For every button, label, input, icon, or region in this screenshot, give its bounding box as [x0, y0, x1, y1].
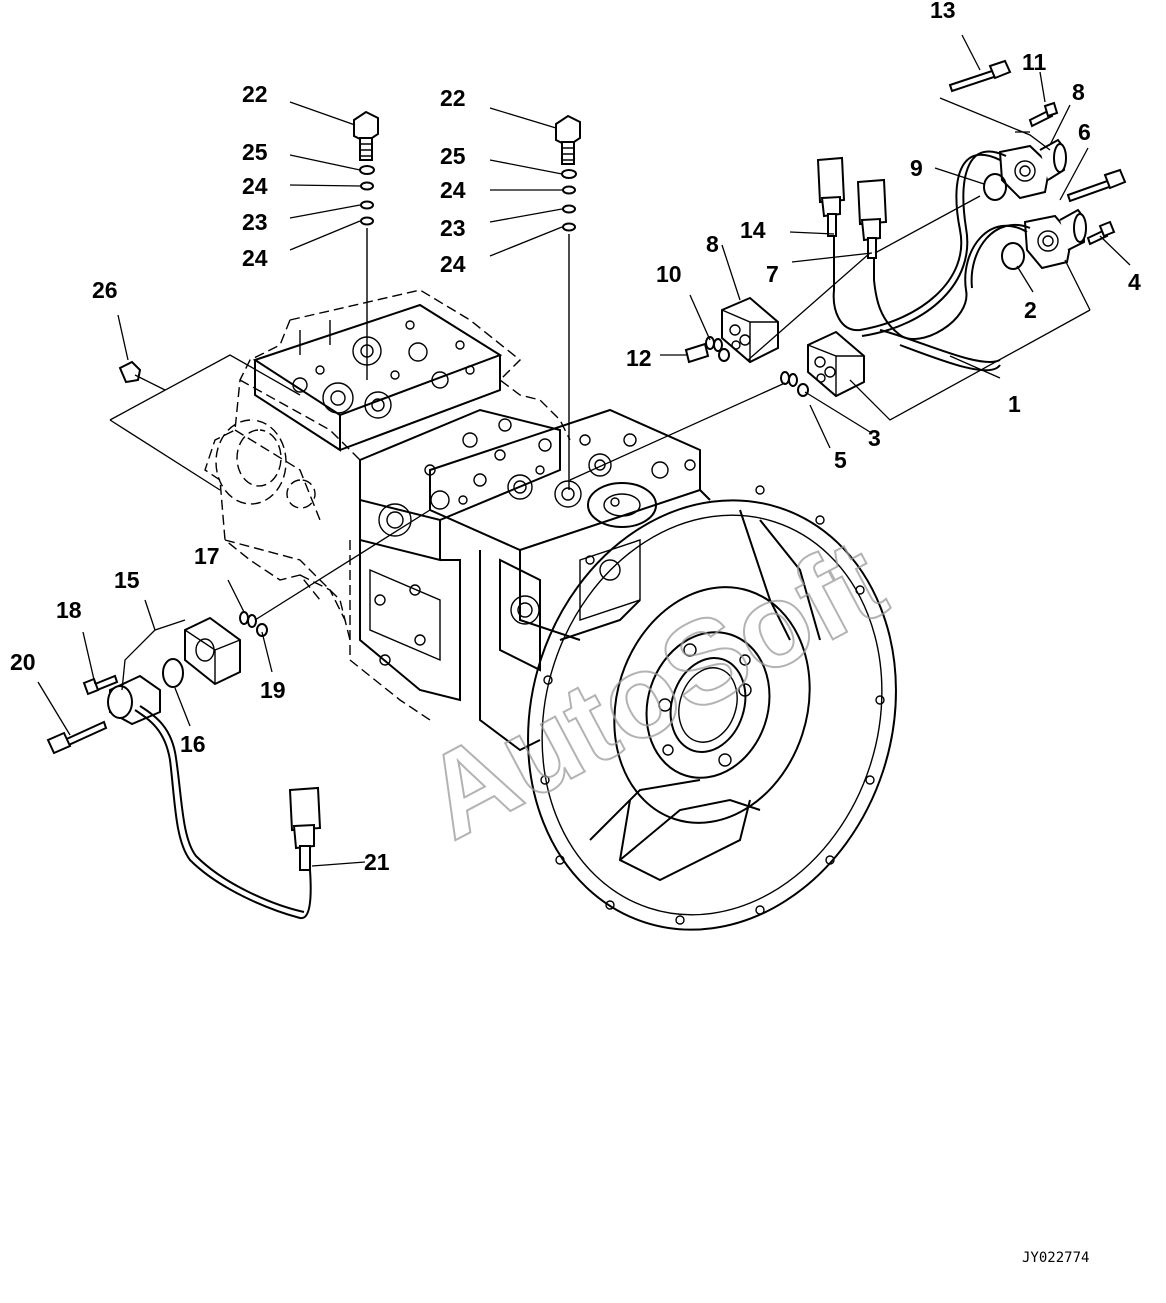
callout-17: 17: [194, 543, 220, 569]
leader-lines: [37, 34, 1131, 867]
callout-23-right: 23: [440, 215, 466, 241]
pump-top-valve-block: [252, 303, 503, 452]
callout-1: 1: [1008, 391, 1021, 417]
callout-6: 6: [1078, 119, 1091, 145]
callout-4: 4: [1128, 269, 1141, 295]
drawing-code: JY022774: [1022, 1250, 1089, 1266]
callout-16: 16: [180, 731, 206, 757]
callout-10: 10: [656, 261, 682, 287]
callout-9: 9: [910, 155, 923, 181]
plug-stack-right: [555, 114, 581, 490]
callout-12: 12: [626, 345, 652, 371]
callout-23-left: 23: [242, 209, 268, 235]
solenoid-valve-group: [684, 59, 1127, 398]
callout-8-upper: 8: [1072, 79, 1085, 105]
callout-18: 18: [56, 597, 82, 623]
sensor-group: [46, 611, 322, 920]
callout-22-right: 22: [440, 85, 466, 111]
callout-26: 26: [92, 277, 118, 303]
plug-stack-left: [353, 110, 379, 380]
plug-26: [118, 360, 142, 384]
callout-labels: 13 11 8 6 9 14 8 7 10 12 4 2 1 3 5 22 25…: [10, 0, 1141, 875]
callout-8-middle: 8: [706, 231, 719, 257]
pump-center-housing: [349, 408, 561, 721]
callout-24-left-b: 24: [242, 245, 268, 271]
callout-25-left: 25: [242, 139, 268, 165]
callout-14: 14: [740, 217, 766, 243]
callout-7: 7: [766, 261, 779, 287]
callout-25-right: 25: [440, 143, 466, 169]
callout-2: 2: [1024, 297, 1037, 323]
callout-11: 11: [1022, 49, 1047, 75]
callout-22-left: 22: [242, 81, 268, 107]
callout-24-right-a: 24: [440, 177, 466, 203]
pump-body-rear-housing: [204, 289, 571, 641]
flywheel-housing: [527, 485, 897, 931]
callout-24-right-b: 24: [440, 251, 466, 277]
callout-19: 19: [260, 677, 286, 703]
callout-15: 15: [114, 567, 140, 593]
callout-20: 20: [10, 649, 36, 675]
callout-24-left-a: 24: [242, 173, 268, 199]
watermark: AutoSoft: [403, 514, 905, 864]
callout-5: 5: [834, 447, 847, 473]
callout-3: 3: [868, 425, 881, 451]
callout-13: 13: [930, 0, 956, 23]
callout-21: 21: [364, 849, 390, 875]
